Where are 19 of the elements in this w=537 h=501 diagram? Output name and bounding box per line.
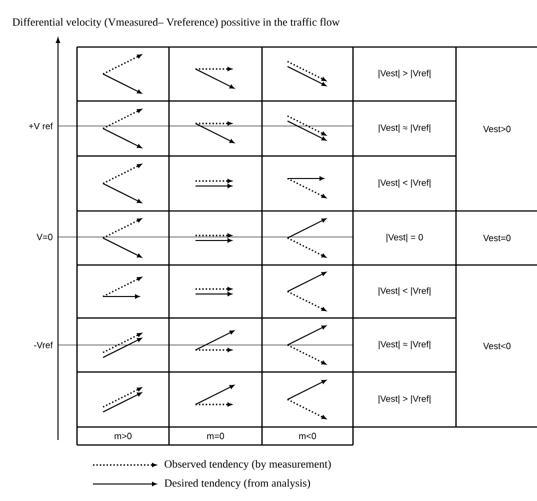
legend-text: Observed tendency (by measurement) — [164, 460, 331, 470]
condition-label: |Vest| = 0 — [384, 232, 424, 244]
sign-label: Vest>0 — [482, 124, 512, 134]
sign-label: Vest=0 — [482, 234, 512, 242]
sign-label: Vest<0 — [482, 342, 512, 350]
axis-label: -Vref — [32, 340, 54, 350]
slope-label: m=0 — [206, 432, 226, 440]
condition-label: |Vest| < |Vref| — [376, 178, 432, 189]
title: Differential velocity (Vmeasured– Vreference) possitive in the traffic flow — [12, 18, 340, 28]
condition-label: |Vest| > |Vref| — [376, 394, 432, 405]
condition-label: |Vest| ≈ |Vref| — [377, 123, 432, 134]
condition-label: |Vest| < |Vref| — [376, 286, 432, 297]
condition-label: |Vest| > |Vref| — [376, 68, 432, 80]
slope-label: m<0 — [298, 432, 318, 440]
slope-label: m>0 — [113, 432, 133, 440]
legend-text: Desired tendency (from analysis) — [164, 478, 310, 490]
axis-label: +V ref — [28, 122, 54, 130]
condition-label: |Vest| ≈ |Vref| — [377, 340, 432, 350]
axis-label: V=0 — [36, 232, 54, 242]
